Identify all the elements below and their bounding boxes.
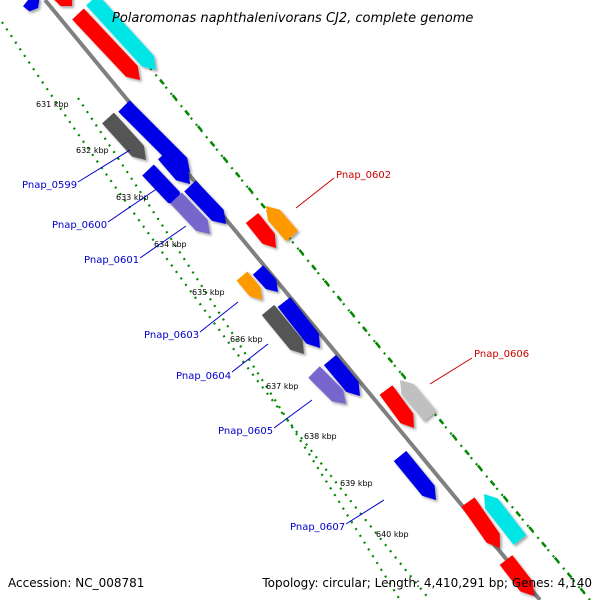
gene-arrow-blue [323,354,360,396]
gene-arrow-light_gray [400,380,437,422]
gene-arrow-cyan [86,0,156,70]
gene-label[interactable]: Pnap_0607 [290,522,345,533]
gene-arrow-red [72,8,140,80]
gene-label[interactable]: Pnap_0599 [22,180,77,191]
kbp-tick-label: 637 kbp [266,382,299,391]
gene-label-leader-line [345,499,385,525]
kbp-tick-label: 634 kbp [154,240,187,249]
guide-right [94,0,591,600]
gene-arrow-blue [23,0,40,12]
gene-label[interactable]: Pnap_0602 [336,170,391,181]
gene-arrow-dark_gray [102,112,146,160]
gene-arrow-orange [236,271,262,300]
gene-arrow-blue [184,180,226,224]
gene-arrow-cyan [484,494,527,545]
kbp-tick-label: 635 kbp [192,288,225,297]
gene-arrow-blue [252,265,278,292]
gene-arrow-purple [308,366,346,404]
gene-label[interactable]: Pnap_0600 [52,220,107,231]
gene-label[interactable]: Pnap_0604 [176,371,231,382]
gene-label-leader-line [295,177,335,209]
gene-arrow-dark_gray [261,304,304,354]
kbp-labels: 631 kbp 632 kbp 633 kbp 634 kbp 635 kbp 636 k… [36,100,409,539]
kbp-tick-label: 640 kbp [376,530,409,539]
gene-arrow-blue [158,148,190,184]
gene-label[interactable]: Pnap_0601 [84,255,139,266]
gene-label[interactable]: Pnap_0606 [474,349,529,360]
gene-label-leader-line [273,399,313,429]
guide-outer-left [1,21,431,600]
gene-label-leader-line [139,225,187,259]
gene-arrows [23,0,534,596]
gene-label-leader-line [231,343,269,373]
tick-dashes [96,1,592,600]
gene-label[interactable]: Pnap_0605 [218,426,273,437]
gene-arrow-red [379,385,414,428]
gene-arrow-blue [277,297,320,348]
gene-arrow-purple [170,192,210,234]
kbp-tick-label: 633 kbp [116,193,149,202]
genome-title: Polaromonas naphthalenivorans CJ2, compl… [112,11,473,26]
gene-label-leader-line [429,357,473,385]
gene-label[interactable]: Pnap_0603 [144,330,199,341]
gene-arrow-blue [142,164,182,206]
gene-label-leader-line [199,301,239,333]
gene-arrow-red [54,0,73,7]
gene-arrow-blue [393,450,436,500]
kbp-tick-label: 638 kbp [304,432,337,441]
gene-arrow-orange [266,206,298,242]
kbp-tick-label: 636 kbp [230,335,263,344]
gene-label-leader-line [107,187,159,223]
tick-dash-line [96,1,592,600]
accession-text: Accession: NC_008781 [8,576,144,590]
kbp-tick-label: 631 kbp [36,100,69,109]
gene-arrow-red [499,555,534,596]
kbp-tick-label: 639 kbp [340,479,373,488]
kbp-tick-label: 632 kbp [76,146,109,155]
summary-text: Topology: circular; Length: 4,410,291 bp… [261,576,592,590]
gene-label-leader-line [77,149,131,183]
gene-arrow-red [461,497,500,548]
gene-arrow-red [245,213,276,248]
